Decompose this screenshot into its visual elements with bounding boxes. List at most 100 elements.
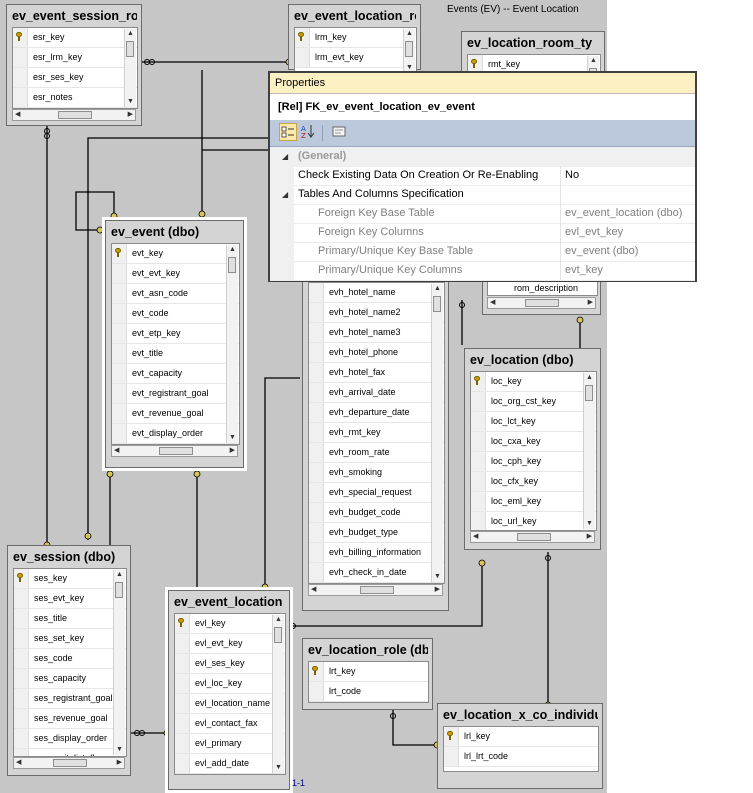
column-row[interactable]: ses_title — [14, 609, 126, 629]
column-row[interactable]: ses_set_key — [14, 629, 126, 649]
row-selector[interactable] — [309, 543, 324, 562]
row-selector[interactable] — [13, 88, 28, 107]
column-row[interactable]: esr_lrm_key — [13, 48, 137, 68]
scroll-down-icon[interactable]: ▼ — [586, 520, 593, 527]
row-selector[interactable] — [309, 403, 324, 422]
scroll-right-icon[interactable]: ▶ — [434, 586, 440, 593]
row-selector[interactable] — [14, 609, 29, 628]
column-row[interactable]: evh_room_rate — [309, 443, 444, 463]
column-row[interactable]: loc_lct_key — [471, 412, 596, 432]
table-ev-event-hotel[interactable]: ev_event_hotelevh_hotel_nameevh_hotel_na… — [302, 281, 449, 611]
row-selector[interactable] — [13, 48, 28, 67]
horizontal-scrollbar[interactable]: ◀▶ — [487, 297, 596, 309]
column-row[interactable]: evt_title — [112, 344, 239, 364]
row-selector[interactable] — [309, 523, 324, 542]
properties-grid[interactable]: ◢(General)Check Existing Data On Creatio… — [270, 147, 695, 281]
column-row[interactable]: evt_capacity — [112, 364, 239, 384]
row-selector[interactable] — [112, 424, 127, 443]
row-selector[interactable] — [112, 244, 127, 263]
row-selector[interactable] — [175, 694, 190, 713]
scroll-up-icon[interactable]: ▲ — [229, 246, 236, 253]
scroll-thumb[interactable] — [53, 759, 87, 767]
scroll-thumb[interactable] — [585, 385, 593, 401]
row-selector[interactable] — [471, 472, 486, 491]
property-value[interactable]: evl_evt_key — [565, 226, 624, 238]
row-selector[interactable] — [112, 364, 127, 383]
table-title[interactable]: ev_event_location_ro — [294, 9, 416, 23]
scroll-down-icon[interactable]: ▼ — [406, 64, 413, 71]
column-row[interactable]: evh_smoking — [309, 463, 444, 483]
row-selector[interactable] — [309, 343, 324, 362]
scroll-up-icon[interactable]: ▲ — [406, 30, 413, 37]
expand-caret-icon[interactable]: ◢ — [282, 190, 289, 199]
relationship-line[interactable] — [288, 565, 483, 627]
column-row[interactable]: evt_revenue_goal — [112, 404, 239, 424]
column-row[interactable]: ses_evt_key — [14, 589, 126, 609]
column-row[interactable]: evh_budget_type — [309, 523, 444, 543]
scroll-right-icon[interactable]: ▶ — [116, 759, 122, 766]
column-row[interactable]: evh_budget_code — [309, 503, 444, 523]
property-value[interactable]: ev_event (dbo) — [565, 245, 639, 257]
scroll-right-icon[interactable]: ▶ — [229, 447, 235, 454]
table-title[interactable]: ev_event_session_roo — [12, 9, 137, 23]
column-row[interactable]: ses_display_order — [14, 729, 126, 749]
horizontal-scrollbar[interactable]: ◀▶ — [12, 109, 136, 121]
column-row[interactable]: ses_capacity — [14, 669, 126, 689]
scroll-thumb[interactable] — [274, 627, 282, 643]
scroll-left-icon[interactable]: ◀ — [16, 759, 22, 766]
column-row[interactable]: evt_code — [112, 304, 239, 324]
scroll-up-icon[interactable]: ▲ — [116, 571, 123, 578]
column-row[interactable]: lrl_lrt_code — [444, 747, 598, 767]
vertical-scrollbar[interactable]: ▲▼ — [272, 615, 284, 773]
row-selector[interactable] — [309, 423, 324, 442]
table-title[interactable]: ev_location_role (db — [308, 643, 428, 657]
row-selector[interactable] — [471, 412, 486, 431]
row-selector[interactable] — [14, 589, 29, 608]
scroll-down-icon[interactable]: ▼ — [275, 764, 282, 771]
row-selector[interactable] — [112, 384, 127, 403]
scroll-left-icon[interactable]: ◀ — [311, 586, 317, 593]
scroll-left-icon[interactable]: ◀ — [473, 533, 479, 540]
column-row[interactable]: lrt_code — [309, 682, 428, 702]
row-selector[interactable] — [112, 284, 127, 303]
vertical-scrollbar[interactable]: ▲▼ — [226, 245, 238, 443]
row-selector[interactable] — [309, 443, 324, 462]
scroll-left-icon[interactable]: ◀ — [15, 111, 21, 118]
properties-window[interactable]: Properties [Rel] FK_ev_event_location_ev… — [268, 71, 697, 282]
row-selector[interactable] — [471, 372, 486, 391]
row-selector[interactable] — [309, 383, 324, 402]
vertical-scrollbar[interactable]: ▲▼ — [124, 29, 136, 107]
relationship-line[interactable] — [75, 191, 115, 231]
row-selector[interactable] — [309, 283, 324, 302]
column-row[interactable]: loc_eml_key — [471, 492, 596, 512]
row-selector[interactable] — [14, 649, 29, 668]
column-row[interactable]: evt_key — [112, 244, 239, 264]
row-selector[interactable] — [175, 614, 190, 633]
column-row[interactable]: evh_rmt_key — [309, 423, 444, 443]
property-value[interactable]: ev_event_location (dbo) — [565, 207, 683, 219]
column-row[interactable]: ses_code — [14, 649, 126, 669]
row-selector[interactable] — [468, 55, 483, 74]
scroll-thumb[interactable] — [58, 111, 92, 119]
column-row[interactable]: esr_key — [13, 28, 137, 48]
row-selector[interactable] — [295, 48, 310, 67]
row-selector[interactable] — [309, 662, 324, 681]
row-selector[interactable] — [14, 749, 29, 756]
column-row[interactable]: lrl_key — [444, 727, 598, 747]
row-selector[interactable] — [471, 432, 486, 451]
